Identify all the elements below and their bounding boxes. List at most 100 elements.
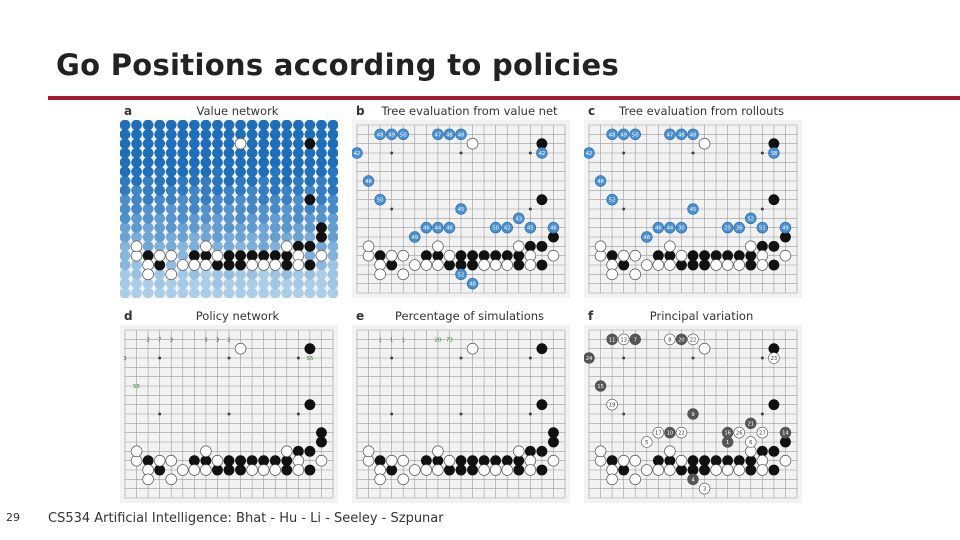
value-cell <box>223 222 235 233</box>
variation-stone <box>606 333 618 346</box>
move-label: 42 <box>539 151 546 157</box>
white-stone <box>142 268 154 281</box>
value-cell <box>258 231 269 243</box>
value-cell <box>154 213 165 224</box>
value-cell <box>165 129 177 140</box>
panel-letter: f <box>588 309 594 323</box>
value-cell <box>246 129 258 140</box>
move-label: 48 <box>678 132 685 138</box>
move-marker <box>385 128 398 141</box>
value-cell <box>165 259 177 271</box>
white-stone <box>501 259 514 271</box>
move-marker <box>584 147 595 159</box>
black-stone <box>722 455 734 467</box>
footer-text: CS534 Artificial Intelligence: Bhat - Hu… <box>48 511 444 526</box>
black-stone <box>432 455 444 467</box>
star-point <box>691 151 695 155</box>
value-cell <box>269 166 281 177</box>
black-stone <box>618 259 630 271</box>
black-stone <box>768 259 780 271</box>
move-label: 9 <box>691 412 694 418</box>
value-cell <box>281 222 293 233</box>
move-label: 48 <box>643 235 650 241</box>
black-stone <box>756 240 768 252</box>
value-cell <box>212 269 223 280</box>
value-cell <box>258 222 269 233</box>
panel-letter: d <box>124 309 133 323</box>
value-cell <box>316 147 327 159</box>
move-label: 15 <box>597 384 604 390</box>
black-stone <box>768 138 780 150</box>
panel-caption: Tree evaluation from rollouts <box>619 104 784 118</box>
value-cell <box>258 175 269 187</box>
black-stone <box>490 250 502 262</box>
value-cell <box>235 175 246 187</box>
black-stone <box>223 455 235 467</box>
black-stone <box>490 455 502 467</box>
black-stone <box>304 240 316 252</box>
value-cell <box>189 222 200 233</box>
value-cell <box>189 166 200 177</box>
value-cell <box>142 175 154 187</box>
move-marker <box>443 128 456 141</box>
move-label: 50 <box>400 132 407 138</box>
value-cell <box>327 278 338 289</box>
move-label: 3 <box>216 337 220 343</box>
variation-stone <box>606 398 618 411</box>
move-label: 25 <box>724 226 731 232</box>
value-cell <box>154 175 165 187</box>
move-label: 48 <box>469 282 476 288</box>
black-stone <box>687 464 699 476</box>
value-cell <box>200 222 212 233</box>
move-marker <box>420 221 433 234</box>
move-label: 2 <box>146 337 150 343</box>
panel-caption: Principal variation <box>649 309 754 323</box>
white-stone <box>165 249 178 262</box>
black-stone <box>292 445 304 457</box>
value-cell <box>120 222 131 233</box>
value-cell <box>293 138 304 149</box>
value-cell <box>269 241 281 252</box>
white-stone <box>188 259 201 271</box>
value-cell <box>131 166 142 177</box>
value-cell <box>131 175 142 187</box>
black-stone <box>292 240 304 252</box>
white-stone <box>280 240 293 253</box>
black-stone <box>536 240 548 252</box>
value-cell <box>154 287 165 298</box>
value-cell <box>165 222 177 233</box>
black-stone <box>467 259 478 271</box>
variation-stone <box>664 333 676 346</box>
value-cell <box>269 269 281 280</box>
white-stone <box>443 249 456 262</box>
variation-stone <box>779 426 792 439</box>
value-cell <box>235 241 246 252</box>
value-cell <box>223 120 235 131</box>
black-stone <box>710 455 722 467</box>
value-cell <box>281 185 293 196</box>
value-cell <box>258 166 269 177</box>
value-cell <box>120 157 131 168</box>
black-stone <box>733 455 745 467</box>
value-cell <box>258 241 269 252</box>
black-stone <box>304 343 316 355</box>
value-cell <box>189 278 200 289</box>
value-cell <box>223 175 235 187</box>
value-cell <box>281 147 293 159</box>
move-label: 55 <box>133 384 140 390</box>
move-label: 46 <box>550 226 557 232</box>
panel-caption: Tree evaluation from value net <box>381 104 558 118</box>
value-cell <box>281 203 293 215</box>
black-stone <box>235 259 246 271</box>
black-stone <box>676 464 687 476</box>
black-stone <box>223 259 235 271</box>
value-cell <box>293 287 304 298</box>
black-stone <box>258 250 270 262</box>
white-stone <box>234 342 247 355</box>
black-stone <box>455 259 467 271</box>
variation-stone <box>617 333 630 346</box>
move-marker <box>455 203 467 215</box>
value-cell <box>120 203 131 215</box>
panel-caption: Policy network <box>195 309 280 323</box>
